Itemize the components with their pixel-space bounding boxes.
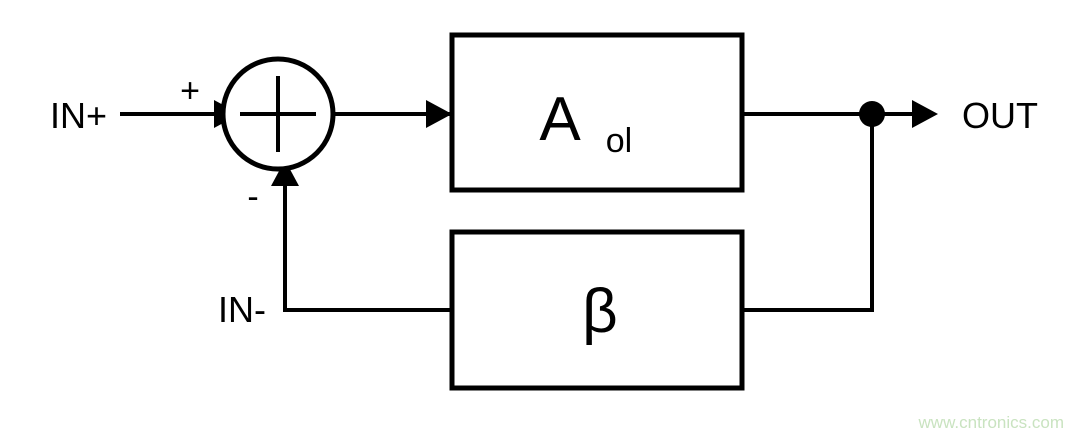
arrowhead-into-summing-junction-negative (271, 160, 299, 186)
output-junction-dot (859, 101, 885, 127)
watermark: www.cntronics.com (918, 413, 1064, 432)
feedback-network-label: β (582, 277, 618, 346)
arrowhead-output (912, 100, 938, 128)
output-label: OUT (962, 95, 1038, 136)
forward-gain-block[interactable] (449, 32, 745, 193)
forward-gain-label: A (539, 85, 581, 154)
feedback-network-block[interactable] (449, 229, 745, 391)
arrowhead-into-forward-gain (426, 100, 452, 128)
input-positive-label: IN+ (50, 95, 107, 136)
forward-gain-sublabel: ol (606, 122, 632, 160)
summing-junction-minus-sign: - (247, 178, 258, 216)
input-negative-label: IN- (218, 289, 266, 330)
summing-junction-plus-sign: + (180, 72, 200, 110)
